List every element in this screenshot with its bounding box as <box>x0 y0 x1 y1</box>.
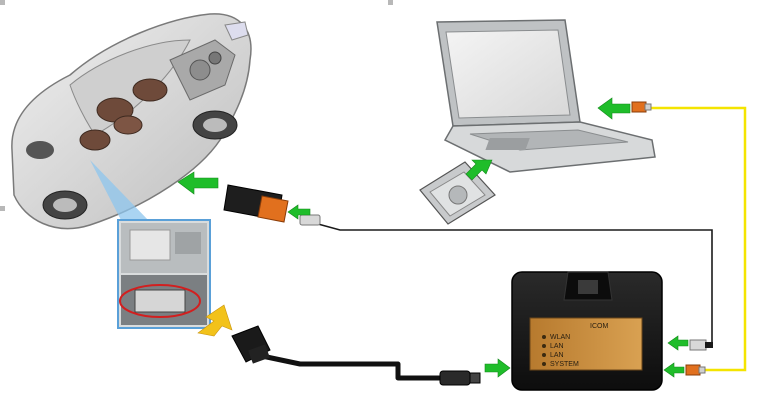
module-panel-labels: ICOM WLAN LAN LAN SYSTEM <box>542 323 608 368</box>
module-dsub-plug <box>689 339 713 351</box>
dsub-connector <box>223 184 321 226</box>
arrow-plug-dsub <box>287 204 311 220</box>
svg-text:WLAN: WLAN <box>550 334 570 341</box>
laptop <box>436 19 656 173</box>
inset-pointer <box>90 160 150 222</box>
arrow-into-obd-inset <box>197 304 233 337</box>
arrow-to-car <box>177 171 219 195</box>
obd-cable <box>261 353 440 381</box>
arrow-to-laptop <box>597 97 631 120</box>
svg-text:SYSTEM: SYSTEM <box>550 361 579 368</box>
module-brand-label: ICOM <box>590 323 608 330</box>
arrow-module-top <box>667 335 689 351</box>
obd-round-connector <box>439 370 481 386</box>
obd-plug <box>231 325 271 364</box>
corner-mark <box>388 0 393 5</box>
hard-drive <box>419 161 496 225</box>
corner-mark <box>0 0 5 5</box>
icom-module: ICOM WLAN LAN LAN SYSTEM <box>511 271 663 391</box>
arrow-obd-into-module <box>484 358 511 378</box>
lan-cable <box>648 106 747 372</box>
car-cutaway <box>11 13 252 230</box>
lan-plug-laptop <box>631 101 652 113</box>
svg-text:LAN: LAN <box>550 352 564 359</box>
arrow-hdd-to-laptop <box>465 159 493 181</box>
arrow-module-bottom <box>663 362 685 378</box>
svg-text:LAN: LAN <box>550 343 564 350</box>
module-lan-plug <box>685 364 706 376</box>
corner-mark <box>0 206 5 211</box>
obd-port-inset <box>117 219 211 329</box>
